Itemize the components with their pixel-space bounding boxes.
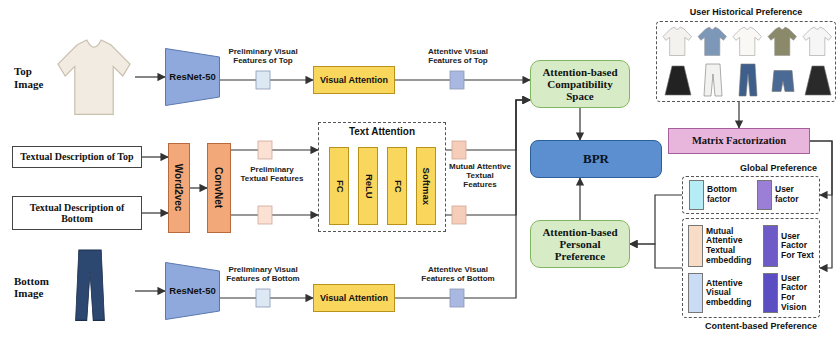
node-label: Attentive Visual embedding [706, 279, 760, 308]
node-label: Attention-based Personal Preference [536, 226, 624, 263]
cnn-block: ConvNet [207, 143, 231, 233]
node-label: Softmax [421, 167, 432, 204]
node-label: BPR [583, 152, 609, 167]
image-input: Top Image [10, 35, 135, 120]
arrow-connector [190, 187, 207, 188]
image-input: Bottom Image [10, 247, 135, 327]
preference-group: Global PreferenceBottom factorUser facto… [682, 176, 820, 214]
embedding-block: Word2vec [168, 143, 190, 233]
text-input-box: Textual Description of Bottom [12, 196, 142, 230]
history-group: User Historical Preference [656, 21, 836, 102]
node-label: Mutual Attentive Textual embedding [706, 227, 760, 265]
arrow-connector [135, 76, 165, 77]
node-label: User Historical Preference [657, 7, 835, 17]
node-label: Bottom Image [14, 275, 60, 300]
factor-item: User factor [757, 180, 817, 210]
node-label: Bottom factor [707, 185, 753, 204]
arrow-connector [142, 156, 168, 157]
preference-group: Content-based PreferenceMutual Attentive… [682, 218, 820, 318]
factor-item: Mutual Attentive Textual embedding [688, 224, 760, 268]
color-swatch [763, 273, 778, 313]
factor-item: Bottom factor [689, 180, 753, 210]
jeans-picture [76, 250, 105, 320]
process-box: Attention-based Personal Preference [530, 220, 630, 268]
node-label: Word2vec [173, 164, 184, 212]
arrow-connector [630, 244, 682, 268]
arrow-connector [579, 178, 580, 220]
node-label: ConvNet [213, 167, 224, 208]
attention-box: Visual Attention [313, 284, 395, 312]
cnn-block: ResNet-50 [165, 262, 220, 320]
node-label: Textual Description of Bottom [16, 202, 138, 224]
node-label: FC [392, 180, 403, 193]
feature-label: Preliminary Visual Features of Bottom [223, 266, 303, 284]
node-label: Global Preference [740, 163, 817, 173]
arrow-connector [135, 290, 165, 291]
node-label: ResNet-50 [169, 72, 215, 83]
color-swatch [688, 273, 703, 313]
factor-item: User Factor For Vision [763, 272, 817, 314]
node-label: Visual Attention [320, 75, 388, 85]
arrow-connector [810, 141, 832, 268]
color-swatch [689, 180, 704, 210]
node-label: Content-based Preference [705, 321, 817, 331]
process-box: Attention-based Compatibility Space [530, 60, 630, 108]
history-tops [663, 27, 832, 56]
node-label: Attention-based Compatibility Space [536, 66, 624, 103]
arrow-connector [738, 102, 739, 128]
feature-label: Mutual Attentive Textual Features [449, 163, 511, 190]
feature-label: Attentive Visual Features of Bottom [417, 266, 499, 284]
node-label: User Factor For Vision [781, 274, 817, 312]
node-label: FC [334, 180, 345, 193]
factor-item: User Factor For Text [763, 224, 817, 268]
arrow-connector [630, 195, 682, 244]
sweater-picture [58, 40, 130, 114]
process-box: BPR [530, 140, 662, 178]
layer-bar: Softmax [416, 147, 436, 225]
node-label: Textual Description of Top [20, 151, 133, 162]
feature-label: Preliminary Textual Features [236, 166, 308, 184]
feature-label: Attentive Visual Features of Top [417, 48, 499, 66]
layer-bar: FC [387, 147, 407, 225]
text-input-box: Textual Description of Top [12, 146, 142, 168]
feature-label: Preliminary Visual Features of Top [223, 48, 303, 66]
node-label: User factor [775, 185, 817, 204]
node-label: ResNet-50 [169, 286, 215, 297]
arrow-connector [231, 214, 318, 215]
cnn-block: ResNet-50 [165, 48, 220, 106]
history-bottoms [665, 64, 831, 96]
color-swatch [763, 225, 778, 267]
color-swatch [757, 180, 772, 210]
node-label: Matrix Factorization [692, 135, 786, 147]
layer-bar: ReLU [358, 147, 378, 225]
node-label: Visual Attention [320, 293, 388, 303]
arrow-connector [395, 100, 530, 298]
layer-bar: FC [329, 147, 349, 225]
node-label: ReLU [363, 174, 374, 199]
attention-group: Text AttentionFC ReLU FC Softmax [318, 122, 446, 232]
node-label: Text Attention [319, 126, 445, 137]
color-swatch [688, 225, 703, 267]
process-box: Matrix Factorization [668, 128, 810, 154]
arrow-connector [231, 149, 318, 150]
attention-box: Visual Attention [313, 66, 395, 94]
arrow-connector [142, 212, 168, 213]
factor-item: Attentive Visual embedding [688, 272, 760, 314]
node-label: Top Image [14, 65, 60, 90]
arrow-connector [446, 100, 530, 215]
arrow-connector [579, 108, 580, 140]
node-label: User Factor For Text [781, 232, 817, 261]
